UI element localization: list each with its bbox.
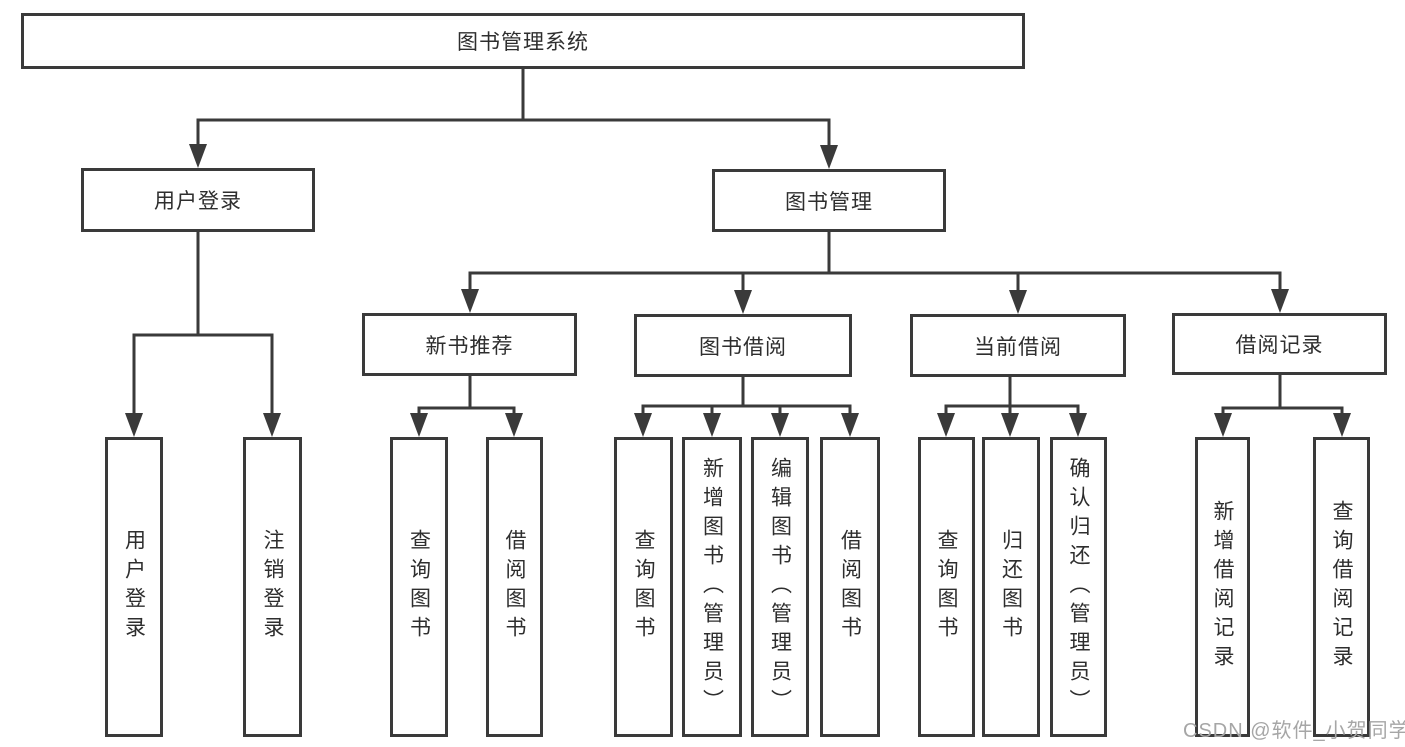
connector-root-to-level2 xyxy=(189,67,838,169)
leaf-borrow-edit-admin-label: 编辑图书（管理员） xyxy=(768,456,792,718)
node-book-borrow: 图书借阅 xyxy=(634,314,852,377)
node-new-book-rec: 新书推荐 xyxy=(362,313,577,376)
node-current-borrow-label: 当前借阅 xyxy=(974,335,1062,359)
leaf-newbook-query-label: 查询图书 xyxy=(407,529,431,645)
leaf-user-login: 用户登录 xyxy=(105,437,163,737)
leaf-records-query: 查询借阅记录 xyxy=(1313,437,1370,737)
node-current-borrow: 当前借阅 xyxy=(910,314,1126,377)
leaf-records-query-label: 查询借阅记录 xyxy=(1330,500,1353,674)
connector-borrow-to-leaves xyxy=(634,375,859,437)
leaf-logout-label: 注销登录 xyxy=(261,529,284,645)
node-user-login: 用户登录 xyxy=(81,168,315,232)
connector-records-to-leaves xyxy=(1214,373,1351,437)
leaf-newbook-query: 查询图书 xyxy=(390,437,448,737)
leaf-current-confirm-admin: 确认归还（管理员） xyxy=(1050,437,1107,737)
leaf-records-add: 新增借阅记录 xyxy=(1195,437,1250,737)
node-book-mgmt: 图书管理 xyxy=(712,169,946,232)
leaf-current-return: 归还图书 xyxy=(982,437,1040,737)
connector-user-login-to-leaves xyxy=(125,230,281,437)
leaf-borrow-borrow: 借阅图书 xyxy=(820,437,880,737)
connector-book-mgmt-to-level3 xyxy=(461,230,1289,314)
leaf-newbook-borrow: 借阅图书 xyxy=(486,437,543,737)
leaf-current-confirm-admin-label: 确认归还（管理员） xyxy=(1067,456,1090,718)
csdn-watermark: CSDN @软件_小贺同学 xyxy=(1183,720,1405,742)
leaf-logout: 注销登录 xyxy=(243,437,302,737)
leaf-user-login-label: 用户登录 xyxy=(122,529,146,645)
node-borrow-records: 借阅记录 xyxy=(1172,313,1387,375)
connector-new-book-to-leaves xyxy=(410,374,523,437)
node-book-mgmt-label: 图书管理 xyxy=(785,190,873,214)
leaf-current-return-label: 归还图书 xyxy=(999,529,1023,645)
leaf-borrow-borrow-label: 借阅图书 xyxy=(838,529,862,645)
leaf-current-query: 查询图书 xyxy=(918,437,975,737)
leaf-borrow-edit-admin: 编辑图书（管理员） xyxy=(751,437,809,737)
leaf-current-query-label: 查询图书 xyxy=(935,529,958,645)
leaf-newbook-borrow-label: 借阅图书 xyxy=(503,529,526,645)
connector-current-to-leaves xyxy=(937,375,1087,437)
node-borrow-records-label: 借阅记录 xyxy=(1235,334,1324,357)
node-root-label: 图书管理系统 xyxy=(457,31,589,54)
node-root: 图书管理系统 xyxy=(21,13,1025,69)
leaf-borrow-add-admin-label: 新增图书（管理员） xyxy=(700,456,724,718)
node-user-login-label: 用户登录 xyxy=(154,190,242,213)
leaf-records-add-label: 新增借阅记录 xyxy=(1211,500,1234,674)
node-book-borrow-label: 图书借阅 xyxy=(699,335,787,359)
leaf-borrow-add-admin: 新增图书（管理员） xyxy=(682,437,742,737)
leaf-borrow-query-label: 查询图书 xyxy=(632,529,655,645)
node-new-book-rec-label: 新书推荐 xyxy=(425,334,514,358)
leaf-borrow-query: 查询图书 xyxy=(614,437,673,737)
